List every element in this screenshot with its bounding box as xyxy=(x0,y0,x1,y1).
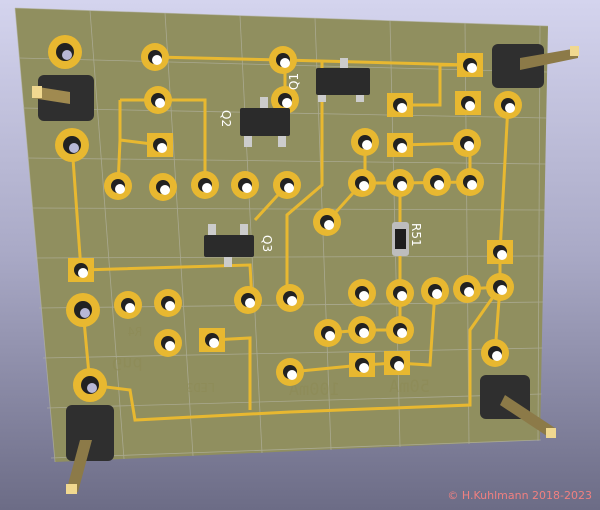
pin-highlight xyxy=(359,328,369,338)
pin-highlight xyxy=(397,103,407,113)
grid-line xyxy=(239,15,263,454)
grid-line xyxy=(46,393,542,409)
pin-highlight xyxy=(497,250,507,260)
pin-highlight xyxy=(282,98,292,108)
pin-highlight xyxy=(397,181,407,191)
pin-highlight xyxy=(155,98,165,108)
pin-highlight xyxy=(242,183,252,193)
pin-highlight xyxy=(287,370,297,380)
pin-highlight xyxy=(78,268,88,278)
pin-highlight xyxy=(434,180,444,190)
pin-highlight xyxy=(280,58,290,68)
pin-highlight xyxy=(467,180,477,190)
pin-highlight xyxy=(324,220,334,230)
ghost-gnd: Gnd xyxy=(112,353,143,373)
pin-highlight xyxy=(397,291,407,301)
connector-top-right xyxy=(492,44,579,88)
label-r51: R51 xyxy=(409,223,423,247)
label-q2: Q2 xyxy=(219,110,233,127)
pin-highlight xyxy=(492,351,502,361)
transistor-q3: Q3 xyxy=(204,224,274,267)
pin-highlight xyxy=(80,308,90,318)
connector-bottom-left xyxy=(66,405,114,494)
pin-highlight xyxy=(362,140,372,150)
grid-line xyxy=(30,207,545,211)
grid-line xyxy=(34,255,545,259)
ghost-100ma: 100mA xyxy=(289,380,340,400)
pin-highlight xyxy=(467,63,477,73)
connector-bottom-right xyxy=(480,375,556,438)
pin-highlight xyxy=(465,101,475,111)
grid-line xyxy=(26,157,546,165)
grid-line xyxy=(14,7,56,463)
pin-highlight xyxy=(62,50,72,60)
ghost-r4: R4 xyxy=(128,325,142,339)
resistor-r51: R51 xyxy=(392,222,423,256)
pin-highlight xyxy=(209,338,219,348)
copyright-notice: © H.Kuhlmann 2018-2023 xyxy=(447,489,592,502)
pin-highlight xyxy=(165,301,175,311)
ghost-led3: LED3 xyxy=(186,380,215,394)
grid-line xyxy=(42,347,543,359)
pin-highlight xyxy=(152,55,162,65)
transistor-q2: Q2 xyxy=(219,97,290,147)
pin-highlight xyxy=(284,183,294,193)
pads xyxy=(48,35,522,402)
pin-highlight xyxy=(359,291,369,301)
label-q3: Q3 xyxy=(260,235,274,252)
pin-highlight xyxy=(125,303,135,313)
label-q1: Q1 xyxy=(287,73,301,90)
pin-highlight xyxy=(505,103,515,113)
ghost-50ma: 50mA xyxy=(389,377,430,397)
pin-highlight xyxy=(359,181,369,191)
transistor-q1: Q1 xyxy=(287,58,370,102)
pin-highlight xyxy=(397,143,407,153)
components: Q1 Q2 Q3 R51 xyxy=(32,44,579,494)
pin-highlight xyxy=(157,143,167,153)
pin-highlight xyxy=(115,184,125,194)
pin-highlight xyxy=(325,331,335,341)
pin-highlight xyxy=(464,141,474,151)
back-side-silkscreen: Gnd R4 LED3 100mA 50mA xyxy=(112,325,430,400)
pin-highlight xyxy=(287,296,297,306)
pin-highlight xyxy=(359,363,369,373)
grid-line xyxy=(537,25,541,442)
grid-line xyxy=(50,439,541,459)
pcb-board xyxy=(15,8,548,462)
pin-highlight xyxy=(87,383,97,393)
grid-line xyxy=(89,10,125,460)
pin-highlight xyxy=(464,287,474,297)
pin-highlight xyxy=(394,361,404,371)
grid-line xyxy=(164,12,194,457)
grid-line xyxy=(14,7,549,27)
connector-top-left xyxy=(32,75,94,121)
pin-highlight xyxy=(69,143,79,153)
pin-highlight xyxy=(397,328,407,338)
pin-highlight xyxy=(160,185,170,195)
pin-highlight xyxy=(432,289,442,299)
pin-highlight xyxy=(202,183,212,193)
pin-highlight xyxy=(165,341,175,351)
pin-highlight xyxy=(497,285,507,295)
pin-highlight xyxy=(245,298,255,308)
